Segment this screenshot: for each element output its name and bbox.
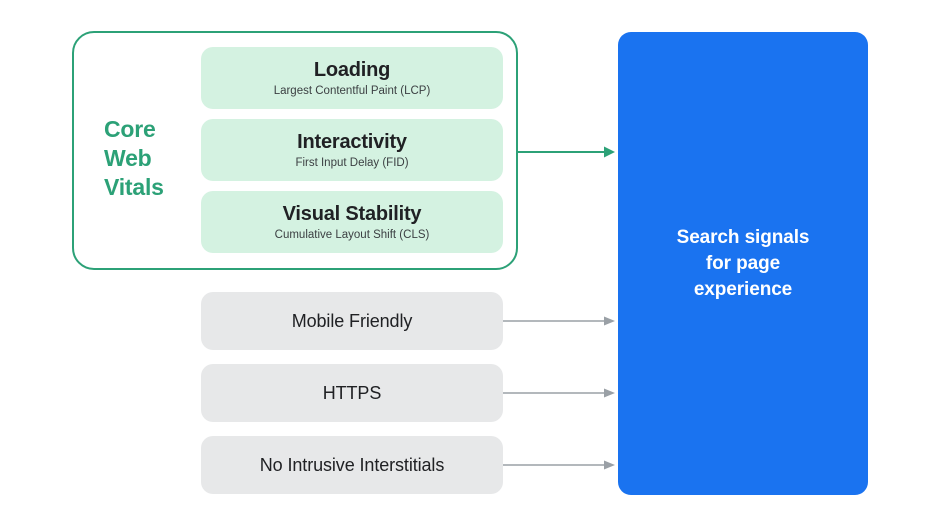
metric-card-title: Visual Stability xyxy=(282,202,422,225)
signal-box-label: HTTPS xyxy=(322,382,382,403)
signal-box-https[interactable]: HTTPS xyxy=(201,364,503,422)
core-web-vitals-label: Core Web Vitals xyxy=(104,115,212,202)
core-web-vitals-arrow xyxy=(518,145,616,159)
https-arrow xyxy=(503,386,616,400)
metric-card-subtitle: Largest Contentful Paint (LCP) xyxy=(273,84,431,97)
signal-box-label: No Intrusive Interstitials xyxy=(259,454,445,475)
core-web-vitals-label-line-3: Vitals xyxy=(104,174,164,200)
metric-card-title: Interactivity xyxy=(297,130,407,153)
metric-card-title: Loading xyxy=(313,58,391,81)
mobile-friendly-arrow xyxy=(503,314,616,328)
metric-card-loading[interactable]: Loading Largest Contentful Paint (LCP) xyxy=(201,47,503,109)
signal-box-no-intrusive-interstitials[interactable]: No Intrusive Interstitials xyxy=(201,436,503,494)
search-signals-panel-text: Search signals for page experience xyxy=(677,225,810,303)
signal-box-mobile-friendly[interactable]: Mobile Friendly xyxy=(201,292,503,350)
metric-card-subtitle: First Input Delay (FID) xyxy=(295,156,409,169)
search-signals-line-2: for page xyxy=(705,252,781,274)
metric-card-visual-stability[interactable]: Visual Stability Cumulative Layout Shift… xyxy=(201,191,503,253)
metric-card-subtitle: Cumulative Layout Shift (CLS) xyxy=(274,228,430,241)
no-intrusive-interstitials-arrow xyxy=(503,458,616,472)
core-web-vitals-label-line-1: Core xyxy=(104,116,156,142)
search-signals-panel[interactable]: Search signals for page experience xyxy=(618,32,868,495)
core-web-vitals-label-line-2: Web xyxy=(104,145,152,171)
metric-card-interactivity[interactable]: Interactivity First Input Delay (FID) xyxy=(201,119,503,181)
search-signals-line-3: experience xyxy=(693,278,793,300)
signal-box-label: Mobile Friendly xyxy=(291,310,413,331)
search-signals-line-1: Search signals xyxy=(676,226,810,248)
